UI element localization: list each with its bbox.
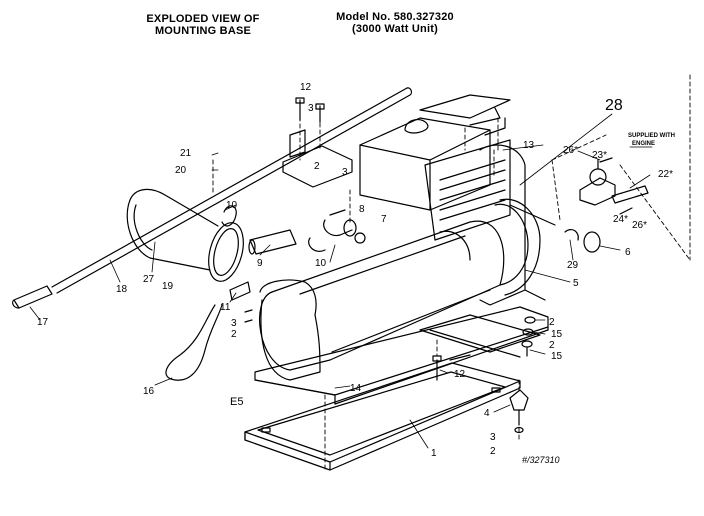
bolt-stack-left [244, 309, 253, 323]
callout-10-bottom: 10 [315, 258, 327, 269]
handle-tube [51, 87, 413, 294]
callout-17: 17 [37, 317, 49, 328]
carburetor-bracket [579, 157, 649, 215]
callout-28: 28 [605, 97, 623, 114]
callout-27: 27 [143, 274, 155, 285]
callout-3-bottom: 3 [490, 432, 496, 443]
callout-2-bottom: 2 [490, 446, 496, 457]
callout-15-top: 15 [551, 329, 563, 340]
cap-fitting [564, 228, 601, 253]
handle-grip [12, 285, 53, 309]
model-number: Model No. 580.327320 [336, 11, 454, 23]
callout-2-bracket: 2 [314, 161, 320, 172]
callout-10-top: 10 [226, 200, 238, 211]
callout-13: 13 [523, 140, 535, 151]
callout-5: 5 [573, 278, 579, 289]
callout-6: 6 [625, 247, 631, 258]
title-line-1: EXPLODED VIEW OF [146, 13, 260, 25]
wire-harness [165, 304, 223, 381]
callout-1: 1 [431, 448, 437, 459]
dashed-lines [212, 74, 691, 471]
callout-20: 20 [175, 165, 187, 176]
callout-2-right-top: 2 [549, 317, 555, 328]
callout-12-top: 12 [300, 82, 312, 93]
callout-2-left: 2 [231, 329, 237, 340]
hose [248, 229, 297, 255]
engine-block [359, 94, 556, 306]
title-line-2: MOUNTING BASE [154, 25, 252, 37]
callout-12-lower: 12 [454, 369, 466, 380]
callout-7: 7 [381, 214, 387, 225]
callout-3-left: 3 [231, 318, 237, 329]
supplied-with-engine-note: SUPPLIED WITH ENGINE [628, 133, 675, 147]
callout-18: 18 [116, 284, 128, 295]
vibration-mount [509, 389, 529, 434]
elbow-fittings [308, 209, 366, 252]
callout-labels: 12 3 2 3 28 13 26* 23* 22* 24* 26* 21 20… [37, 82, 673, 459]
note-line-1: SUPPLIED WITH [628, 133, 675, 139]
callout-3-top: 3 [308, 103, 314, 114]
callout-26-top: 26* [563, 145, 578, 156]
callout-16: 16 [143, 386, 155, 397]
callout-2-right-mid: 2 [549, 340, 555, 351]
muffler-cylinder [259, 220, 505, 381]
diagram-title: EXPLODED VIEW OF MOUNTING BASE [128, 13, 278, 37]
callout-21: 21 [180, 148, 192, 159]
upper-frame [254, 306, 549, 405]
callout-3-bracket: 3 [342, 167, 348, 178]
callout-15-bottom: 15 [551, 351, 563, 362]
reference-code: #/327310 [522, 455, 560, 465]
leader-lines [29, 113, 651, 449]
callout-9: 9 [257, 258, 263, 269]
model-rating: (3000 Watt Unit) [352, 23, 438, 35]
callout-26-bottom: 26* [632, 220, 647, 231]
callout-14: 14 [350, 383, 362, 394]
callout-23: 23* [592, 150, 607, 161]
callout-29: 29 [567, 260, 579, 271]
callout-8: 8 [359, 204, 365, 215]
callout-4: 4 [484, 408, 490, 419]
note-line-2: ENGINE [632, 141, 655, 147]
figure-label: E5 [230, 396, 244, 408]
callout-11: 11 [220, 302, 231, 313]
callout-22: 22* [658, 169, 673, 180]
model-info: Model No. 580.327320 (3000 Watt Unit) [325, 11, 465, 35]
callout-24: 24* [613, 214, 628, 225]
callout-19: 19 [162, 281, 174, 292]
hose-clamp [221, 205, 251, 301]
air-cleaner [126, 188, 244, 282]
